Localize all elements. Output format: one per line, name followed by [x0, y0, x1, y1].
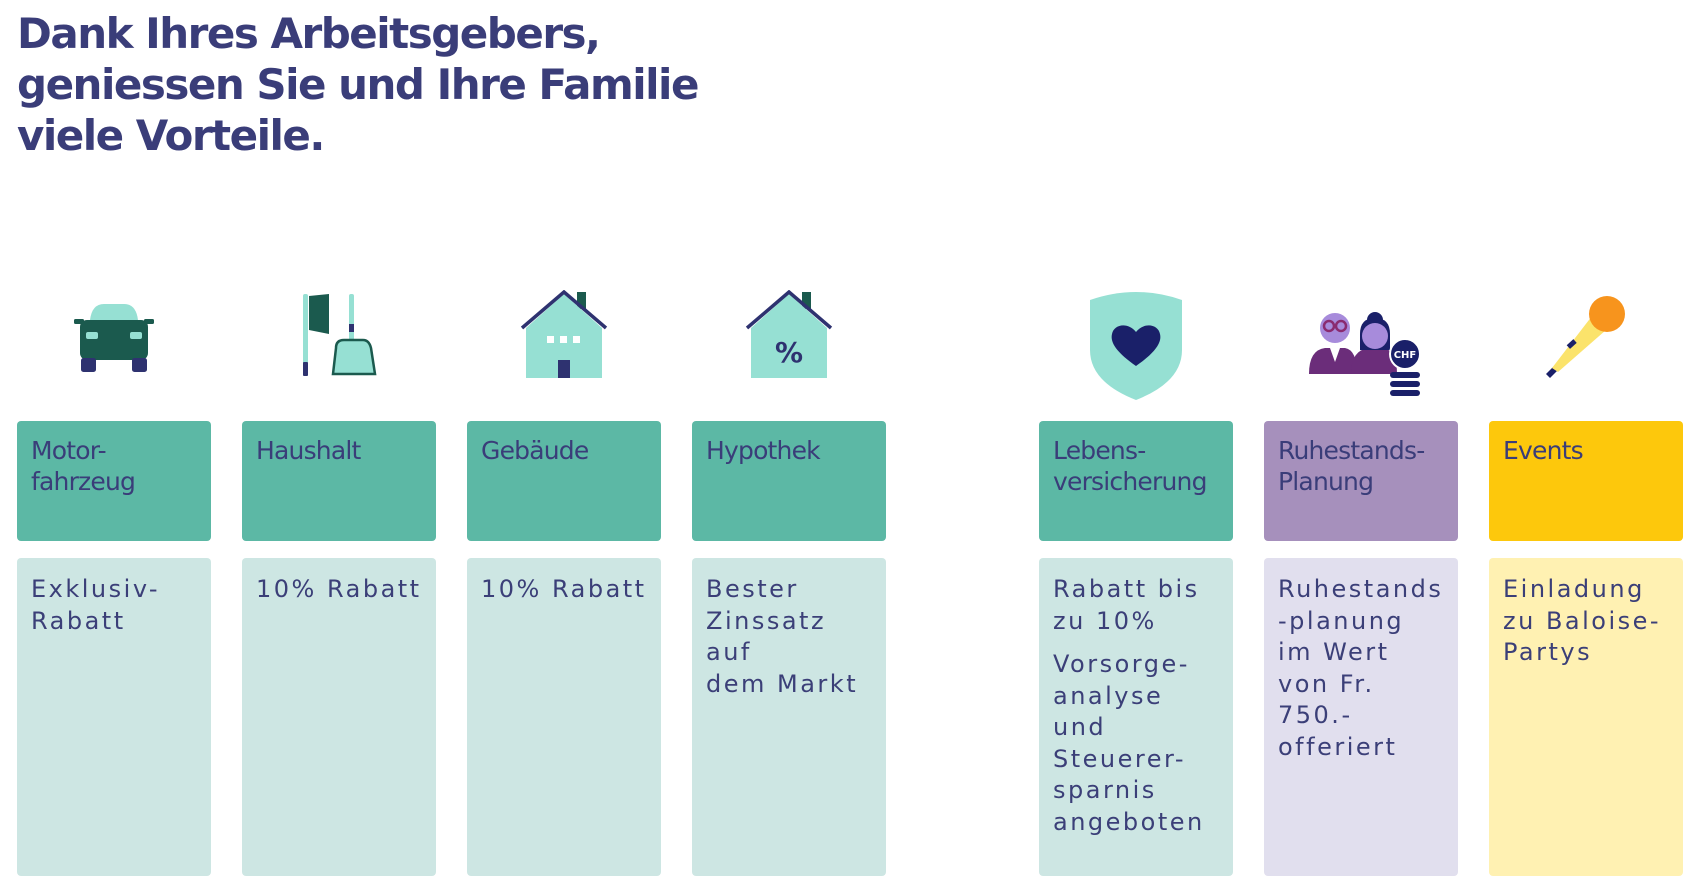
benefit-description: Rabatt bis zu 10% Vorsorge- analyse und …: [1039, 558, 1233, 876]
headline-line-1: Dank Ihres Arbeitsgebers,: [17, 9, 601, 58]
benefit-description: 10% Rabatt: [467, 558, 661, 876]
headline-line-3: viele Vorteile.: [17, 111, 325, 160]
headline-line-2: geniessen Sie und Ihre Familie: [17, 60, 699, 109]
benefit-description: Ruhestands -planung im Wert von Fr. 750.…: [1264, 558, 1458, 876]
shield-heart-icon: [1039, 290, 1233, 410]
svg-text:%: %: [775, 336, 803, 369]
chf-coin-label: CHF: [1394, 350, 1417, 361]
benefit-title: Gebäude: [467, 421, 661, 541]
benefit-description: Einladung zu Baloise- Partys: [1489, 558, 1683, 876]
benefit-description: Exklusiv- Rabatt: [17, 558, 211, 876]
house-percent-icon: %: [692, 290, 886, 410]
house-icon: [467, 290, 661, 410]
benefit-title: Haushalt: [242, 421, 436, 541]
benefit-description: 10% Rabatt: [242, 558, 436, 876]
benefit-title: Motor- fahrzeug: [17, 421, 211, 541]
benefit-description: Bester Zinssatz auf dem Markt: [692, 558, 886, 876]
benefit-title: Events: [1489, 421, 1683, 541]
microphone-icon: [1489, 290, 1683, 410]
benefit-title: Hypothek: [692, 421, 886, 541]
retirement-couple-icon: CHF: [1264, 290, 1458, 410]
page-headline: Dank Ihres Arbeitsgebers, geniessen Sie …: [17, 8, 737, 161]
benefit-title: Ruhestands- Planung: [1264, 421, 1458, 541]
benefit-title: Lebens- versicherung: [1039, 421, 1233, 541]
car-icon: [17, 290, 211, 410]
household-icon: [242, 290, 436, 410]
